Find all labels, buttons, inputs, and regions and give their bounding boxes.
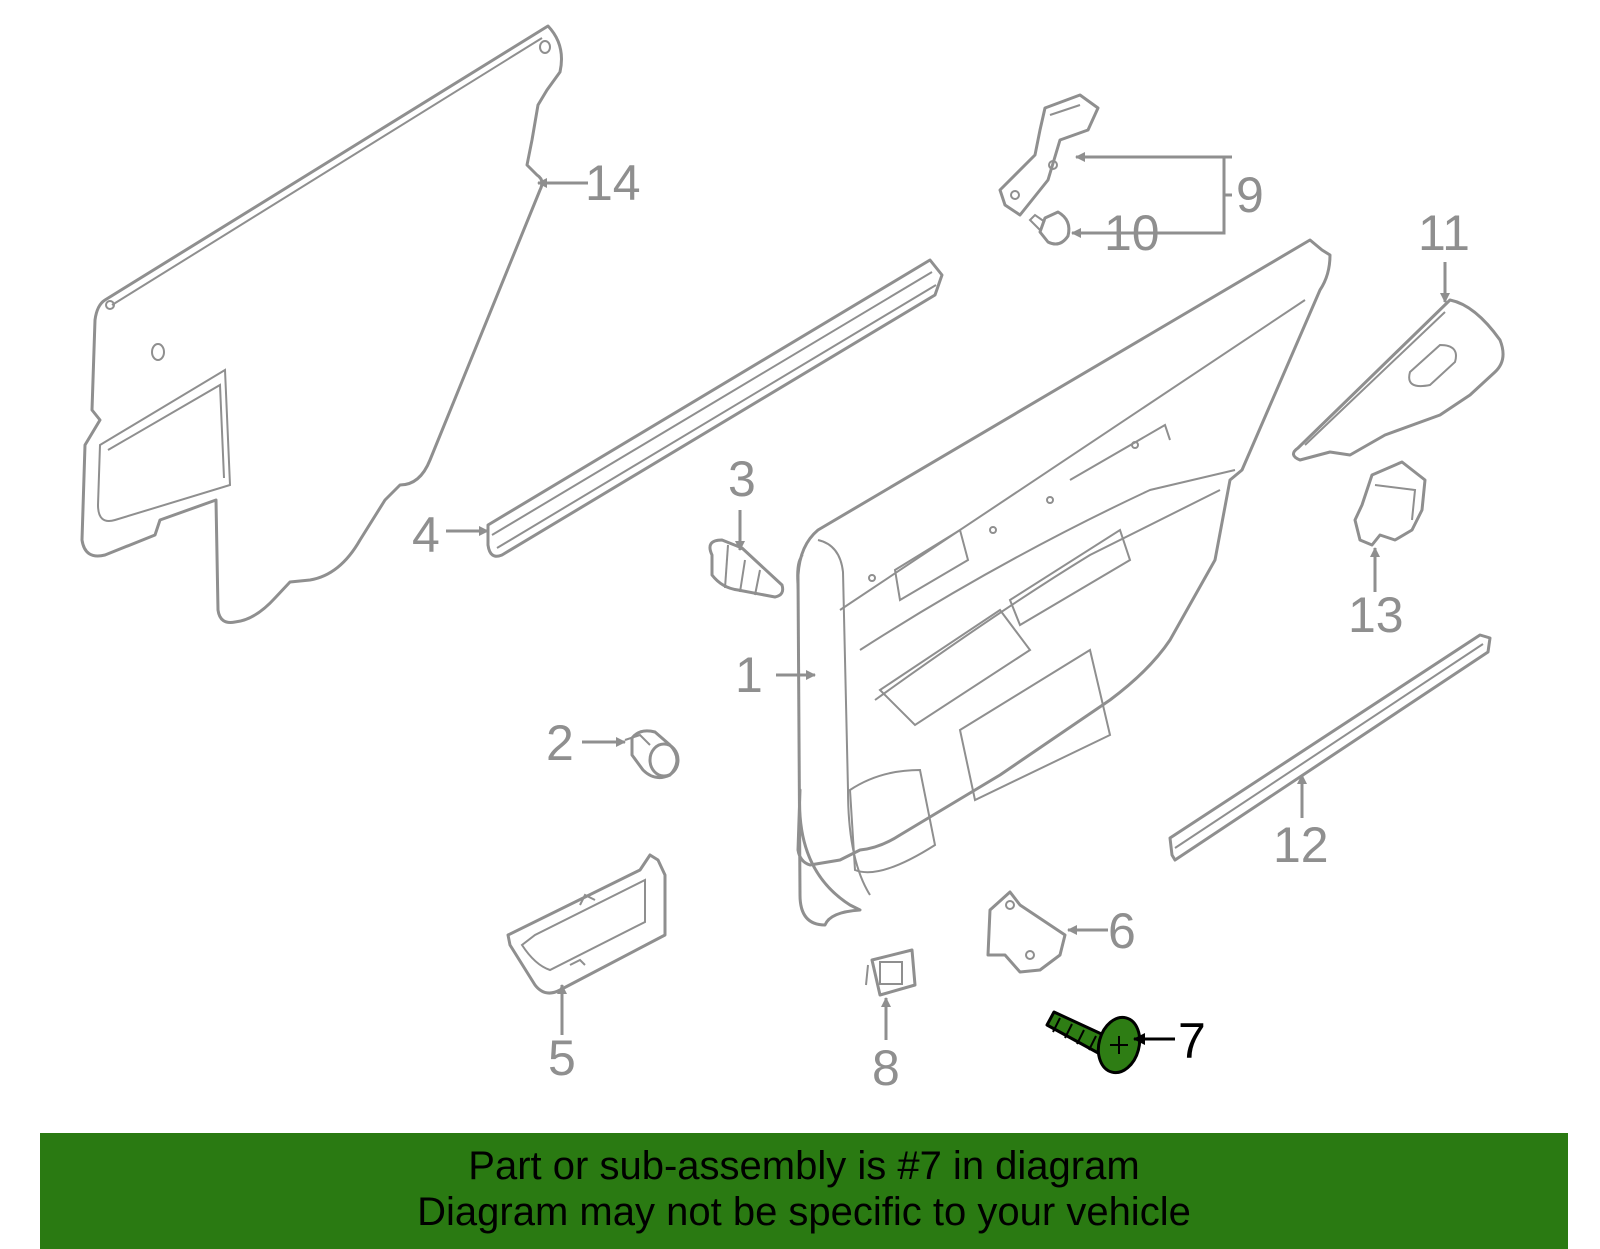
callout-8: 8: [872, 1040, 900, 1096]
callout-3: 3: [728, 451, 756, 507]
callout-5: 5: [548, 1030, 576, 1086]
callout-7-active: 7: [1178, 1013, 1206, 1069]
callout-13: 13: [1348, 587, 1404, 643]
callout-10: 10: [1104, 205, 1160, 261]
callout-6: 6: [1108, 903, 1136, 959]
part-1-door-trim-panel[interactable]: [796, 238, 1332, 927]
callout-1: 1: [735, 647, 763, 703]
callout-4: 4: [412, 507, 440, 563]
part-12-molding[interactable]: [1168, 633, 1492, 862]
part-7-screw-highlighted[interactable]: [1045, 1010, 1146, 1077]
part-13-window-switch[interactable]: [1353, 460, 1427, 547]
part-14-water-shield[interactable]: [80, 24, 563, 624]
callout-2: 2: [546, 715, 574, 771]
banner-line-2: Diagram may not be specific to your vehi…: [417, 1190, 1191, 1234]
part-6-bracket[interactable]: [986, 890, 1067, 974]
part-10-screw[interactable]: [1028, 210, 1071, 246]
callout-11: 11: [1418, 205, 1470, 261]
part-3-clip[interactable]: [708, 538, 785, 599]
callout-9: 9: [1236, 167, 1264, 223]
info-banner: Part or sub-assembly is #7 in diagram Di…: [40, 1133, 1568, 1249]
part-9-bracket[interactable]: [998, 93, 1100, 217]
part-2-clip[interactable]: [624, 729, 680, 780]
part-11-switch-bezel[interactable]: [1292, 298, 1505, 462]
callouts: 14 4 3 1 2 5 6 8 9 10 11 13 12 7: [412, 155, 1470, 1096]
callout-12: 12: [1273, 817, 1329, 873]
callout-14: 14: [585, 155, 641, 211]
banner-line-1: Part or sub-assembly is #7 in diagram: [468, 1144, 1140, 1188]
part-4-beltline-weatherstrip[interactable]: [486, 258, 944, 558]
part-8-clip[interactable]: [865, 948, 917, 997]
leader-lines: [446, 152, 1450, 1045]
part-5-pull-cup[interactable]: [506, 853, 667, 995]
